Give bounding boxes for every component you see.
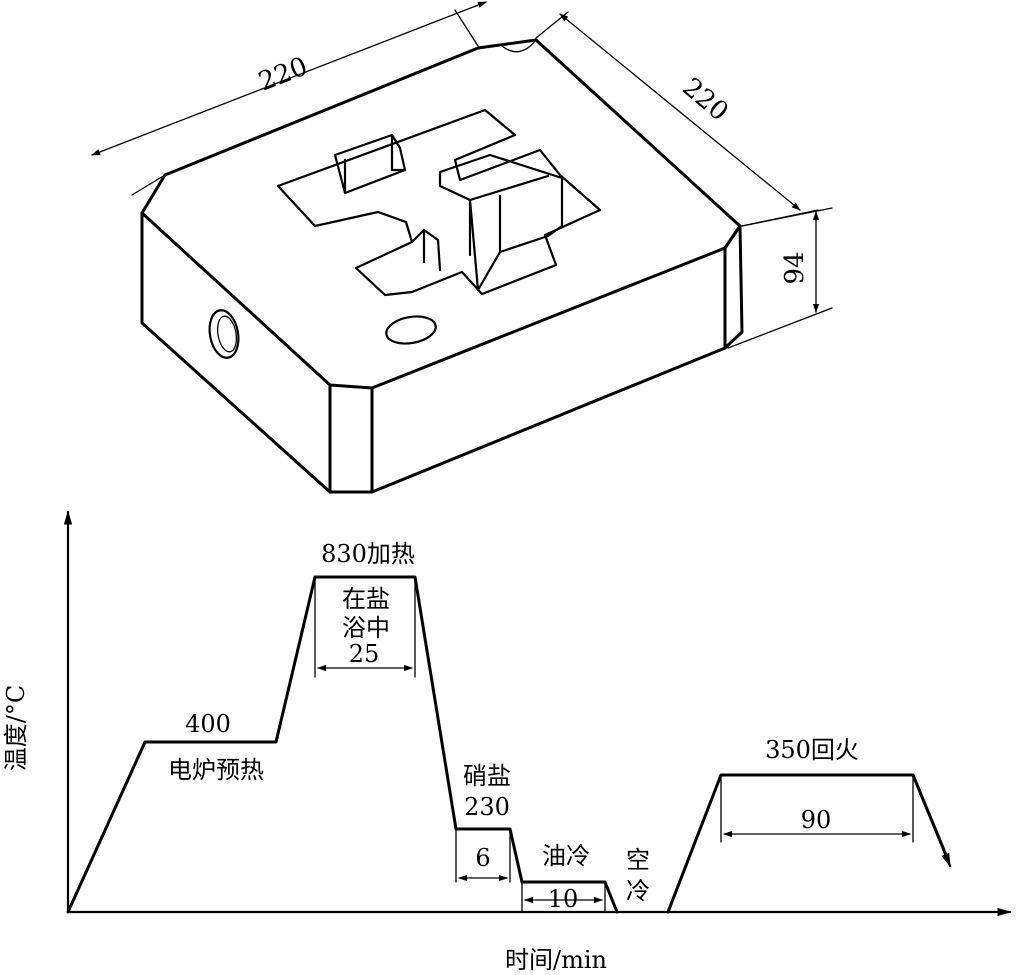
pocket-outline [276,108,602,297]
nitrate-label-2: 230 [464,793,510,821]
nitrate-time: 6 [475,844,490,872]
block-right-chamfer [723,224,744,350]
tempering-arrow [933,826,952,868]
process-curve [66,575,619,914]
heat-label: 830加热 [321,540,415,568]
heat-box [314,576,416,678]
axis-y-label: 温度/°C [2,685,30,771]
oil-box [521,881,606,913]
temper-time: 90 [801,806,832,834]
dim-height-text: 94 [780,251,810,284]
preheat-temp: 400 [185,710,231,738]
block-back-corner-arc [501,39,537,53]
oil-time: 10 [548,885,579,913]
dim-width: 220 [535,11,819,227]
heat-desc-2: 浴中 [342,614,390,642]
preheat-label: 电炉预热 [168,756,264,784]
dim-width-text: 220 [676,72,733,127]
temper-label: 350回火 [765,736,859,764]
top-hole [385,315,437,345]
dim-length-text: 220 [255,52,312,98]
temper-box [720,774,914,843]
block-top-face [140,38,742,390]
air-label-2: 冷 [626,877,650,905]
heat-desc-1: 在盐 [342,585,390,613]
dim-length: 220 [91,1,487,196]
pocket-inner-block-center [438,153,564,292]
nitrate-label-1: 硝盐 [463,762,511,790]
axis-x-label: 时间/min [505,946,607,974]
air-label-1: 空 [626,846,650,874]
block-right-face [370,246,727,494]
heat-time: 25 [349,640,380,668]
side-threaded-hole [208,309,240,359]
block-corner-chamfer [328,383,374,494]
side-threaded-hole-inner [216,315,238,353]
process-diagram: 温度/°C 时间/min 400 电炉预热 830加热 在盐 浴中 25 硝盐 … [2,510,1012,974]
nitrate-box [455,828,511,883]
pocket-step [410,228,442,272]
isometric-block [140,38,744,494]
tempering-curve [666,773,950,914]
dim-height: 94 [727,207,833,349]
oil-label: 油冷 [542,842,590,870]
